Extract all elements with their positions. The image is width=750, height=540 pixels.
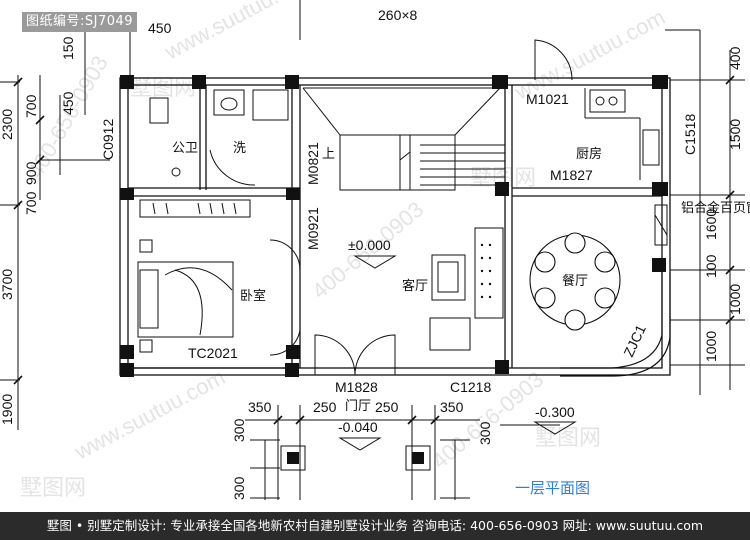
dim-260x8: 260×8 xyxy=(378,7,418,23)
dimension-ticks xyxy=(13,75,735,425)
label-c1218: C1218 xyxy=(450,379,491,395)
staircase xyxy=(302,87,505,191)
label-zjc1: ZJC1 xyxy=(620,322,649,359)
watermark-site-3: www.suutuu.com xyxy=(70,364,229,465)
dim-150: 150 xyxy=(60,36,76,60)
sofa-set xyxy=(429,227,504,351)
dim-3700: 3700 xyxy=(0,269,15,300)
label-m1828: M1828 xyxy=(335,379,378,395)
dim-300-a: 300 xyxy=(231,418,247,442)
louver-window-note: 铝合金百页窗 xyxy=(681,200,750,216)
wall-columns xyxy=(120,75,668,377)
dim-900: 900 xyxy=(23,161,39,185)
label-m0821: M0821 xyxy=(305,142,321,185)
dimension-labels: 450 260×8 150 450 2300 900 700 700 3700 … xyxy=(0,7,743,500)
door-swings xyxy=(209,39,573,376)
room-dining: 餐厅 xyxy=(562,273,588,289)
watermark-brand-1: 墅图网 xyxy=(130,75,196,100)
label-m1827: M1827 xyxy=(550,167,593,183)
dim-1500: 1500 xyxy=(727,119,743,150)
dim-700-upper: 700 xyxy=(23,94,39,118)
dim-100: 100 xyxy=(703,254,719,278)
dim-1900: 1900 xyxy=(0,394,15,425)
room-foyer: 门厅 xyxy=(345,399,371,414)
dim-400: 400 xyxy=(727,46,743,70)
label-tc2021: TC2021 xyxy=(188,345,238,361)
footer-banner: 墅图 • 别墅定制设计: 专业承接全国各地新农村自建别墅设计业务 咨询电话: 4… xyxy=(0,512,750,540)
label-c0912: C0912 xyxy=(100,119,116,160)
bay-window xyxy=(560,272,671,377)
level-main: ±0.000 xyxy=(348,237,391,253)
dim-450-left: 450 xyxy=(60,91,76,115)
dim-250-right: 250 xyxy=(375,399,399,415)
stair-up-label: 上 xyxy=(322,147,335,162)
label-m1021: M1021 xyxy=(526,91,569,107)
dim-700-lower: 700 xyxy=(23,191,39,215)
bed xyxy=(137,239,234,353)
plan-title: 一层平面图 xyxy=(515,479,591,497)
dim-350-right: 350 xyxy=(440,399,464,415)
watermark-site-1: www.suutuu.com xyxy=(160,0,319,65)
watermark-brand-4: 墅图网 xyxy=(20,475,86,500)
bath-fixtures xyxy=(149,89,289,177)
porch-columns xyxy=(280,445,431,471)
dim-250-left: 250 xyxy=(313,399,337,415)
level-markers xyxy=(338,255,577,451)
drawing-id-tag: 图纸编号:SJ7049 xyxy=(22,12,138,32)
dim-300-b: 300 xyxy=(231,476,247,500)
room-bathroom: 公卫 xyxy=(172,141,198,156)
room-kitchen: 厨房 xyxy=(576,146,602,162)
sofa-dots xyxy=(480,243,492,299)
room-labels: 公卫 洗 厨房 客厅 餐厅 卧室 门厅 上 ±0.000 -0.040 -0.3… xyxy=(172,141,750,435)
louver-window xyxy=(654,204,668,246)
dining-set xyxy=(529,232,621,331)
dim-1000-b: 1000 xyxy=(703,331,719,362)
dim-350-left: 350 xyxy=(248,399,272,415)
wardrobe xyxy=(139,199,251,218)
dim-2300: 2300 xyxy=(0,109,15,140)
dim-1000-a: 1000 xyxy=(727,284,743,315)
label-m0921: M0921 xyxy=(305,207,321,250)
level-foyer: -0.040 xyxy=(338,419,378,435)
level-yard: -0.300 xyxy=(535,404,575,420)
room-living: 客厅 xyxy=(402,278,428,294)
watermark-site-2: www.suutuu.com xyxy=(510,4,669,105)
dim-1600: 1600 xyxy=(703,209,719,240)
kitchen-counter xyxy=(584,88,660,180)
dim-450-top: 450 xyxy=(148,20,172,36)
label-c1518: C1518 xyxy=(682,114,698,155)
dim-300-c: 300 xyxy=(477,421,493,445)
room-bedroom: 卧室 xyxy=(240,288,266,304)
opening-labels: C0912 M1021 C1518 M0821 M1827 M0921 TC20… xyxy=(100,91,698,395)
room-wash: 洗 xyxy=(233,141,246,156)
watermark-brand-3: 墅图网 xyxy=(535,425,601,450)
